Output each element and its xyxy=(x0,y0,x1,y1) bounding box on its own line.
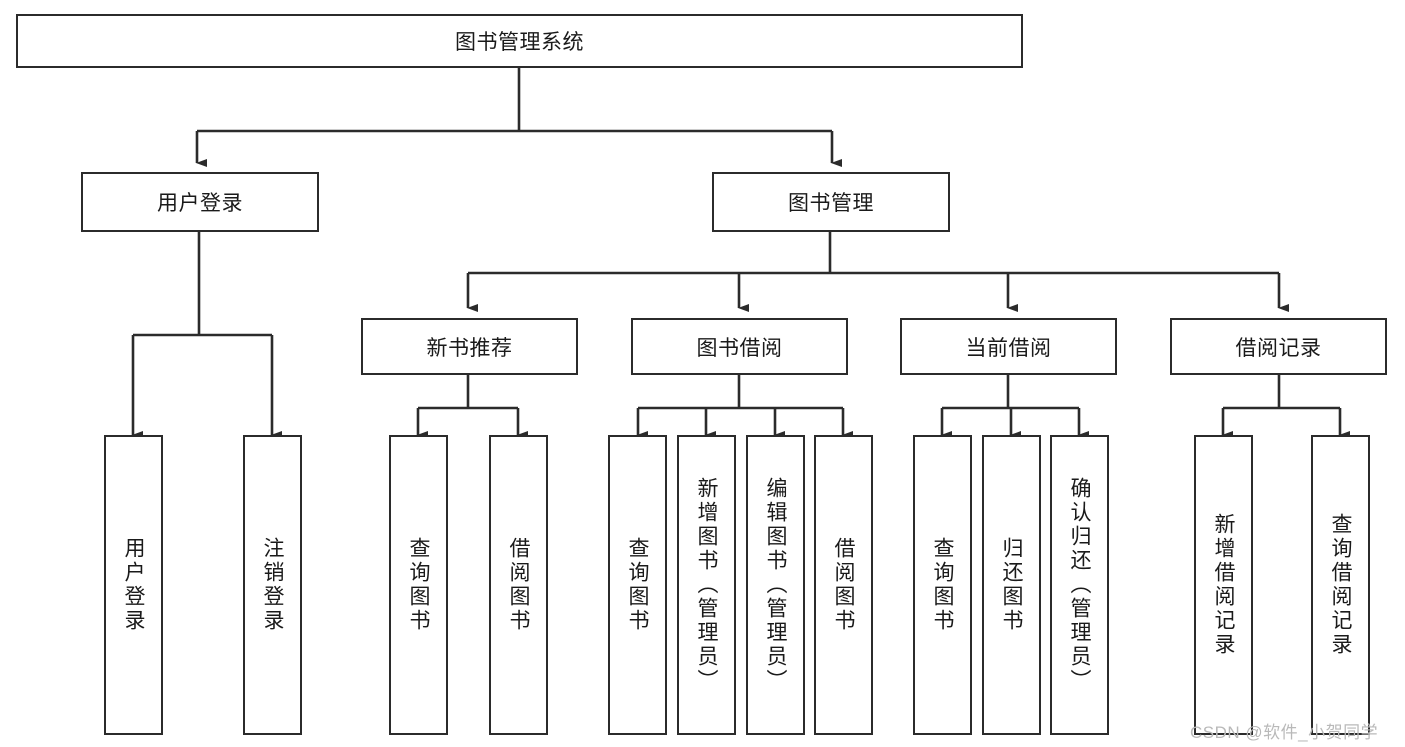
node-label: 当前借阅 xyxy=(965,336,1052,360)
node-user-login[interactable]: 用户登录 xyxy=(81,172,319,232)
node-label: 新书推荐 xyxy=(426,336,513,360)
node-label: 归还图书 xyxy=(1000,537,1023,633)
node-leaf-borrow-book-2[interactable]: 借阅图书 xyxy=(814,435,873,735)
node-leaf-edit-book[interactable]: 编辑图书（管理员） xyxy=(746,435,805,735)
node-label: 新增借阅记录 xyxy=(1212,513,1235,657)
node-label: 查询借阅记录 xyxy=(1329,513,1352,657)
node-label: 图书借阅 xyxy=(696,336,783,360)
node-label: 借阅图书 xyxy=(507,537,530,633)
node-leaf-confirm-return[interactable]: 确认归还（管理员） xyxy=(1050,435,1109,735)
node-new-book-recommend[interactable]: 新书推荐 xyxy=(361,318,578,375)
node-borrow-record[interactable]: 借阅记录 xyxy=(1170,318,1387,375)
node-leaf-add-record[interactable]: 新增借阅记录 xyxy=(1194,435,1253,735)
node-label: 借阅记录 xyxy=(1235,336,1322,360)
node-label: 查询图书 xyxy=(931,537,954,633)
node-leaf-query-book-1[interactable]: 查询图书 xyxy=(389,435,448,735)
node-label: 图书管理 xyxy=(788,192,874,215)
node-label: 借阅图书 xyxy=(832,537,855,633)
node-leaf-query-book-2[interactable]: 查询图书 xyxy=(608,435,667,735)
node-label: 用户登录 xyxy=(157,192,243,215)
node-current-borrow[interactable]: 当前借阅 xyxy=(900,318,1117,375)
node-book-management-system[interactable]: 图书管理系统 xyxy=(16,14,1023,68)
node-label: 编辑图书（管理员） xyxy=(764,477,787,693)
node-leaf-add-book[interactable]: 新增图书（管理员） xyxy=(677,435,736,735)
node-leaf-query-record[interactable]: 查询借阅记录 xyxy=(1311,435,1370,735)
node-label: 查询图书 xyxy=(626,537,649,633)
node-label: 图书管理系统 xyxy=(455,31,584,54)
node-leaf-user-logout[interactable]: 注销登录 xyxy=(243,435,302,735)
node-leaf-user-login[interactable]: 用户登录 xyxy=(104,435,163,735)
node-book-borrow[interactable]: 图书借阅 xyxy=(631,318,848,375)
node-label: 新增图书（管理员） xyxy=(695,477,718,693)
node-label: 注销登录 xyxy=(261,537,284,633)
node-leaf-query-book-3[interactable]: 查询图书 xyxy=(913,435,972,735)
node-leaf-return-book[interactable]: 归还图书 xyxy=(982,435,1041,735)
node-leaf-borrow-book-1[interactable]: 借阅图书 xyxy=(489,435,548,735)
node-label: 确认归还（管理员） xyxy=(1068,477,1091,693)
node-label: 用户登录 xyxy=(122,537,145,633)
node-book-management[interactable]: 图书管理 xyxy=(712,172,950,232)
csdn-watermark: CSDN @软件_小贺同学 xyxy=(1190,723,1379,742)
node-label: 查询图书 xyxy=(407,537,430,633)
